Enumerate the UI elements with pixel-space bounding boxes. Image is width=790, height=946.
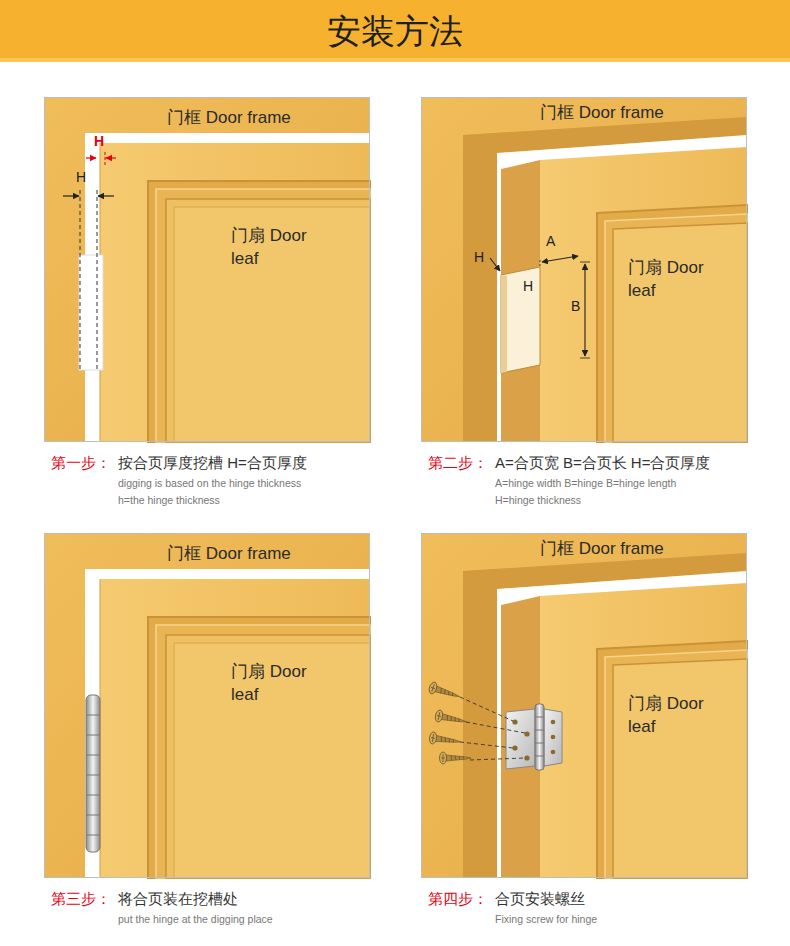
mounted-hinge bbox=[86, 695, 100, 852]
step-translation: put the hinge at the digging place bbox=[118, 912, 273, 926]
part-name: 门扇 Door leaf bbox=[231, 224, 307, 270]
title-band bbox=[0, 0, 790, 62]
hinge-with-screws bbox=[428, 681, 562, 770]
frame-label: 门框 Door frame bbox=[167, 106, 291, 129]
step1-notch bbox=[63, 152, 116, 372]
panel-art bbox=[44, 97, 370, 442]
part-name: 门扇 Door leaf bbox=[628, 692, 704, 738]
page-title: 安装方法 bbox=[0, 10, 790, 52]
part-name: 门扇 Door leaf bbox=[628, 256, 704, 302]
leaf-label: 门扇 Door leaf bbox=[628, 692, 704, 738]
step2-notch bbox=[490, 256, 590, 373]
dimension-letter: H bbox=[76, 169, 86, 185]
panel-art bbox=[421, 97, 747, 442]
dimension-letter: B bbox=[571, 298, 580, 314]
step-panel: 第二步：A=合页宽 B=合页长 H=合页厚度A=hinge width B=hi… bbox=[421, 97, 747, 442]
step-instruction: A=合页宽 B=合页长 H=合页厚度 bbox=[495, 453, 710, 473]
part-name: 门框 Door frame bbox=[167, 106, 291, 129]
step-translation: digging is based on the hinge thickness bbox=[118, 476, 301, 490]
step-number: 第一步： bbox=[51, 453, 111, 473]
dimension-letter: H bbox=[523, 278, 533, 294]
part-name: 门扇 Door leaf bbox=[231, 660, 307, 706]
leaf-label: 门扇 Door leaf bbox=[628, 256, 704, 302]
leaf-label: 门扇 Door leaf bbox=[231, 224, 307, 270]
dimension-letter: H bbox=[94, 133, 104, 149]
step-number: 第四步： bbox=[428, 889, 488, 909]
dimension-letter: H bbox=[474, 249, 484, 265]
part-name: 门框 Door frame bbox=[540, 537, 664, 560]
step-number: 第二步： bbox=[428, 453, 488, 473]
step-number: 第三步： bbox=[51, 889, 111, 909]
part-name: 门框 Door frame bbox=[167, 542, 291, 565]
step-translation: h=the hinge thickness bbox=[118, 493, 220, 507]
step-panel: 第一步：按合页厚度挖槽 H=合页厚度digging is based on th… bbox=[44, 97, 370, 442]
step-panel: 第三步：将合页装在挖槽处put the hinge at the digging… bbox=[44, 533, 370, 878]
panel-art bbox=[44, 533, 370, 878]
step-translation: H=hinge thickness bbox=[495, 493, 581, 507]
dimension-letter: A bbox=[546, 233, 555, 249]
frame-label: 门框 Door frame bbox=[540, 537, 664, 560]
frame-label: 门框 Door frame bbox=[540, 101, 664, 124]
panel-art bbox=[421, 533, 747, 878]
part-name: 门框 Door frame bbox=[540, 101, 664, 124]
step-instruction: 按合页厚度挖槽 H=合页厚度 bbox=[118, 453, 307, 473]
step-instruction: 合页安装螺丝 bbox=[495, 889, 585, 909]
step-panel: 第四步：合页安装螺丝Fixing screw for hinge门框 Door … bbox=[421, 533, 747, 878]
step-instruction: 将合页装在挖槽处 bbox=[118, 889, 238, 909]
title-band-edge bbox=[0, 58, 790, 62]
frame-label: 门框 Door frame bbox=[167, 542, 291, 565]
leaf-label: 门扇 Door leaf bbox=[231, 660, 307, 706]
step-translation: Fixing screw for hinge bbox=[495, 912, 597, 926]
step-translation: A=hinge width B=hinge B=hinge length bbox=[495, 476, 676, 490]
